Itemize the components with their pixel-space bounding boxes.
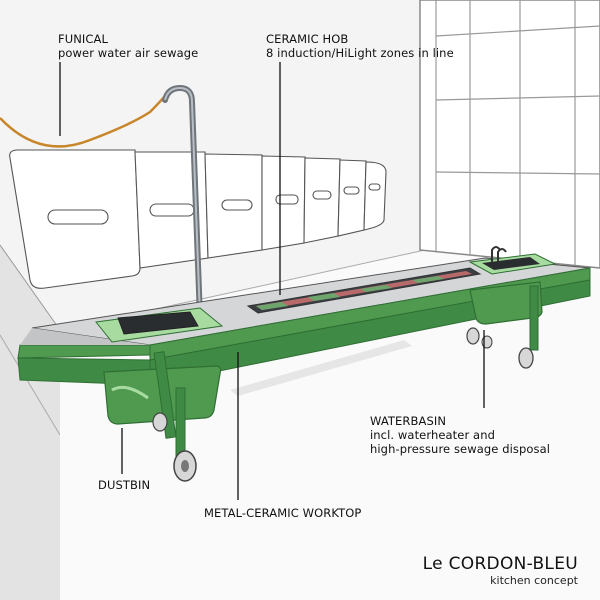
cabinet-handle	[312, 190, 332, 200]
cabinet-handle	[368, 183, 381, 191]
funical-title: FUNICAL	[58, 32, 109, 46]
ceramic-hob	[246, 267, 482, 314]
cabinet-handle	[275, 194, 299, 205]
title-block: Le CORDON-BLEU kitchen concept	[423, 554, 578, 588]
ceramic-hob-title: CERAMIC HOB	[266, 32, 349, 46]
cabinet-6	[337, 159, 367, 237]
waterbasin-unit	[466, 281, 543, 369]
cabinet-handle	[149, 203, 195, 217]
cabinet-handle	[343, 186, 360, 195]
cabinet-7	[363, 161, 387, 231]
window-transom-2	[435, 95, 600, 101]
ceramic-hob-description: 8 induction/HiLight zones in line	[266, 46, 454, 60]
cabinet-handle	[221, 199, 253, 211]
caster-wheel	[466, 327, 480, 345]
left-wall-edge-lower	[0, 334, 61, 436]
worktop-label: METAL-CERAMIC WORKTOP	[204, 506, 362, 520]
window-transom-1	[435, 25, 600, 37]
left-wall-edge	[0, 244, 61, 331]
caster-wheel	[518, 347, 534, 369]
window	[419, 0, 600, 269]
waterbasin-line-1: incl. waterheater and	[370, 428, 495, 442]
caster-wheel	[152, 412, 168, 432]
power-cable	[0, 89, 171, 148]
project-title: Le CORDON-BLEU	[422, 554, 578, 574]
funical-description: power water air sewage	[58, 46, 199, 60]
floor-shadow	[230, 340, 412, 396]
wall-cabinets	[9, 149, 387, 289]
ceramic-hob-label: CERAMIC HOB 8 induction/HiLight zones in…	[266, 32, 454, 60]
waterbasin-line-2: high-pressure sewage disposal	[370, 442, 551, 456]
waterbasin	[468, 246, 557, 275]
leader-lines	[59, 62, 485, 500]
cabinet-handle	[47, 209, 109, 225]
funical-pipe	[162, 84, 203, 321]
project-subtitle: kitchen concept	[490, 574, 578, 587]
waterbasin-label: WATERBASIN incl. waterheater and high-pr…	[370, 414, 550, 456]
dustbin-label: DUSTBIN	[98, 478, 151, 492]
left-sink	[95, 307, 224, 343]
window-transom-3	[435, 171, 600, 175]
waterbasin-title: WATERBASIN	[370, 414, 447, 428]
funical-label: FUNICAL power water air sewage	[58, 32, 198, 60]
dustbin-unit	[103, 351, 222, 482]
cabinet-5	[303, 157, 341, 244]
